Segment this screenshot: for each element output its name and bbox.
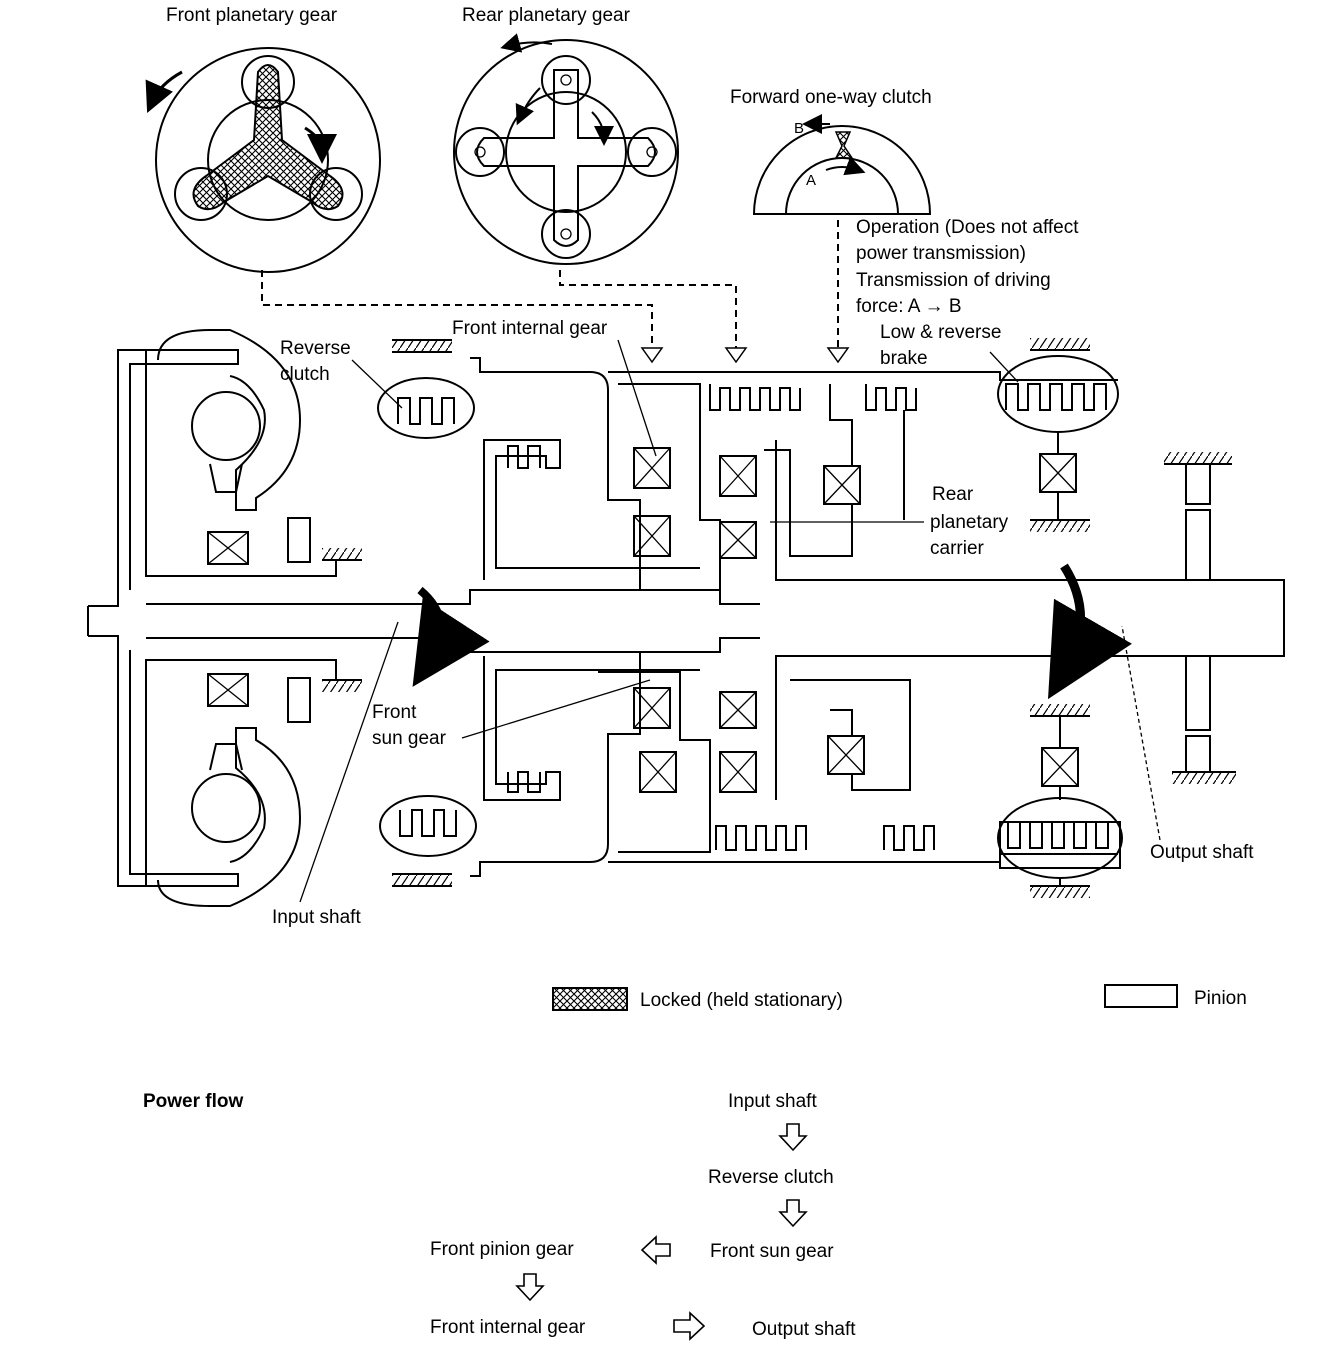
- reverse-clutch-label-1: Reverse: [280, 338, 351, 359]
- rear-planetary-gear-figure: Rear planetary gear: [453, 5, 679, 265]
- clutch-b-label: B: [794, 120, 804, 137]
- clutch-a-label: A: [806, 172, 816, 189]
- output-shaft-label: Output shaft: [1150, 842, 1254, 863]
- front-internal-gear-label: Front internal gear: [452, 318, 608, 339]
- flow-reverse-clutch: Reverse clutch: [708, 1167, 834, 1188]
- rear-planetary-carrier-label-1: Rear: [932, 484, 974, 505]
- low-reverse-brake-label-2: brake: [880, 348, 928, 369]
- reverse-clutch-label-2: clutch: [280, 364, 330, 385]
- forward-one-way-clutch-label: Forward one-way clutch: [730, 87, 932, 108]
- dashed-connectors: [261, 220, 850, 364]
- operation-annotation: Operation (Does not affect power transmi…: [856, 217, 1079, 317]
- front-sun-gear-label-1: Front: [372, 702, 417, 723]
- operation-text-4: force: A → B: [856, 296, 962, 317]
- legend: Locked (held stationary) Pinion: [552, 984, 1247, 1011]
- rear-planetary-carrier-label-2: planetary: [930, 512, 1009, 533]
- hollow-arrow-right-icon: [673, 1311, 706, 1341]
- hollow-arrow-down-icon: [778, 1199, 808, 1228]
- operation-text-1: Operation (Does not affect: [856, 217, 1079, 238]
- transmission-cross-section: [87, 329, 1285, 907]
- pinion-legend-label: Pinion: [1194, 988, 1247, 1009]
- power-flow: Power flow Input shaft Reverse clutch Fr…: [143, 1091, 856, 1341]
- flow-front-pinion-gear: Front pinion gear: [430, 1239, 574, 1260]
- locked-legend-swatch: [552, 987, 628, 1011]
- flow-front-internal-gear: Front internal gear: [430, 1317, 586, 1338]
- low-reverse-brake-label-1: Low & reverse: [880, 322, 1001, 343]
- forward-one-way-clutch-figure: Forward one-way clutch B A: [730, 87, 932, 215]
- rear-planetary-gear-label: Rear planetary gear: [462, 5, 631, 26]
- rotation-arrow-icon: [412, 586, 490, 687]
- operation-text-3: Transmission of driving: [856, 270, 1051, 291]
- hollow-arrow-left-icon: [640, 1235, 671, 1265]
- locked-legend-label: Locked (held stationary): [640, 990, 843, 1011]
- flow-output-shaft: Output shaft: [752, 1319, 856, 1340]
- input-shaft-label: Input shaft: [272, 907, 361, 928]
- flow-input-shaft: Input shaft: [728, 1091, 817, 1112]
- front-planetary-gear-label: Front planetary gear: [166, 5, 338, 26]
- hollow-arrow-down-icon: [515, 1273, 545, 1302]
- rotation-arrow-icon: [1048, 563, 1132, 700]
- operation-text-2: power transmission): [856, 243, 1026, 264]
- locked-carrier-shape: [192, 64, 344, 211]
- rear-planetary-carrier-label-3: carrier: [930, 538, 985, 559]
- flow-front-sun-gear: Front sun gear: [710, 1241, 834, 1262]
- front-sun-gear-label-2: sun gear: [372, 728, 447, 749]
- power-flow-title: Power flow: [143, 1091, 244, 1112]
- hollow-arrow-down-icon: [778, 1123, 808, 1152]
- pinion-legend-swatch: [1104, 984, 1178, 1008]
- front-planetary-gear-figure: Front planetary gear: [145, 5, 381, 273]
- sprag-element: [834, 131, 854, 159]
- component-labels: Front internal gear Reverse clutch Low &…: [272, 318, 1254, 928]
